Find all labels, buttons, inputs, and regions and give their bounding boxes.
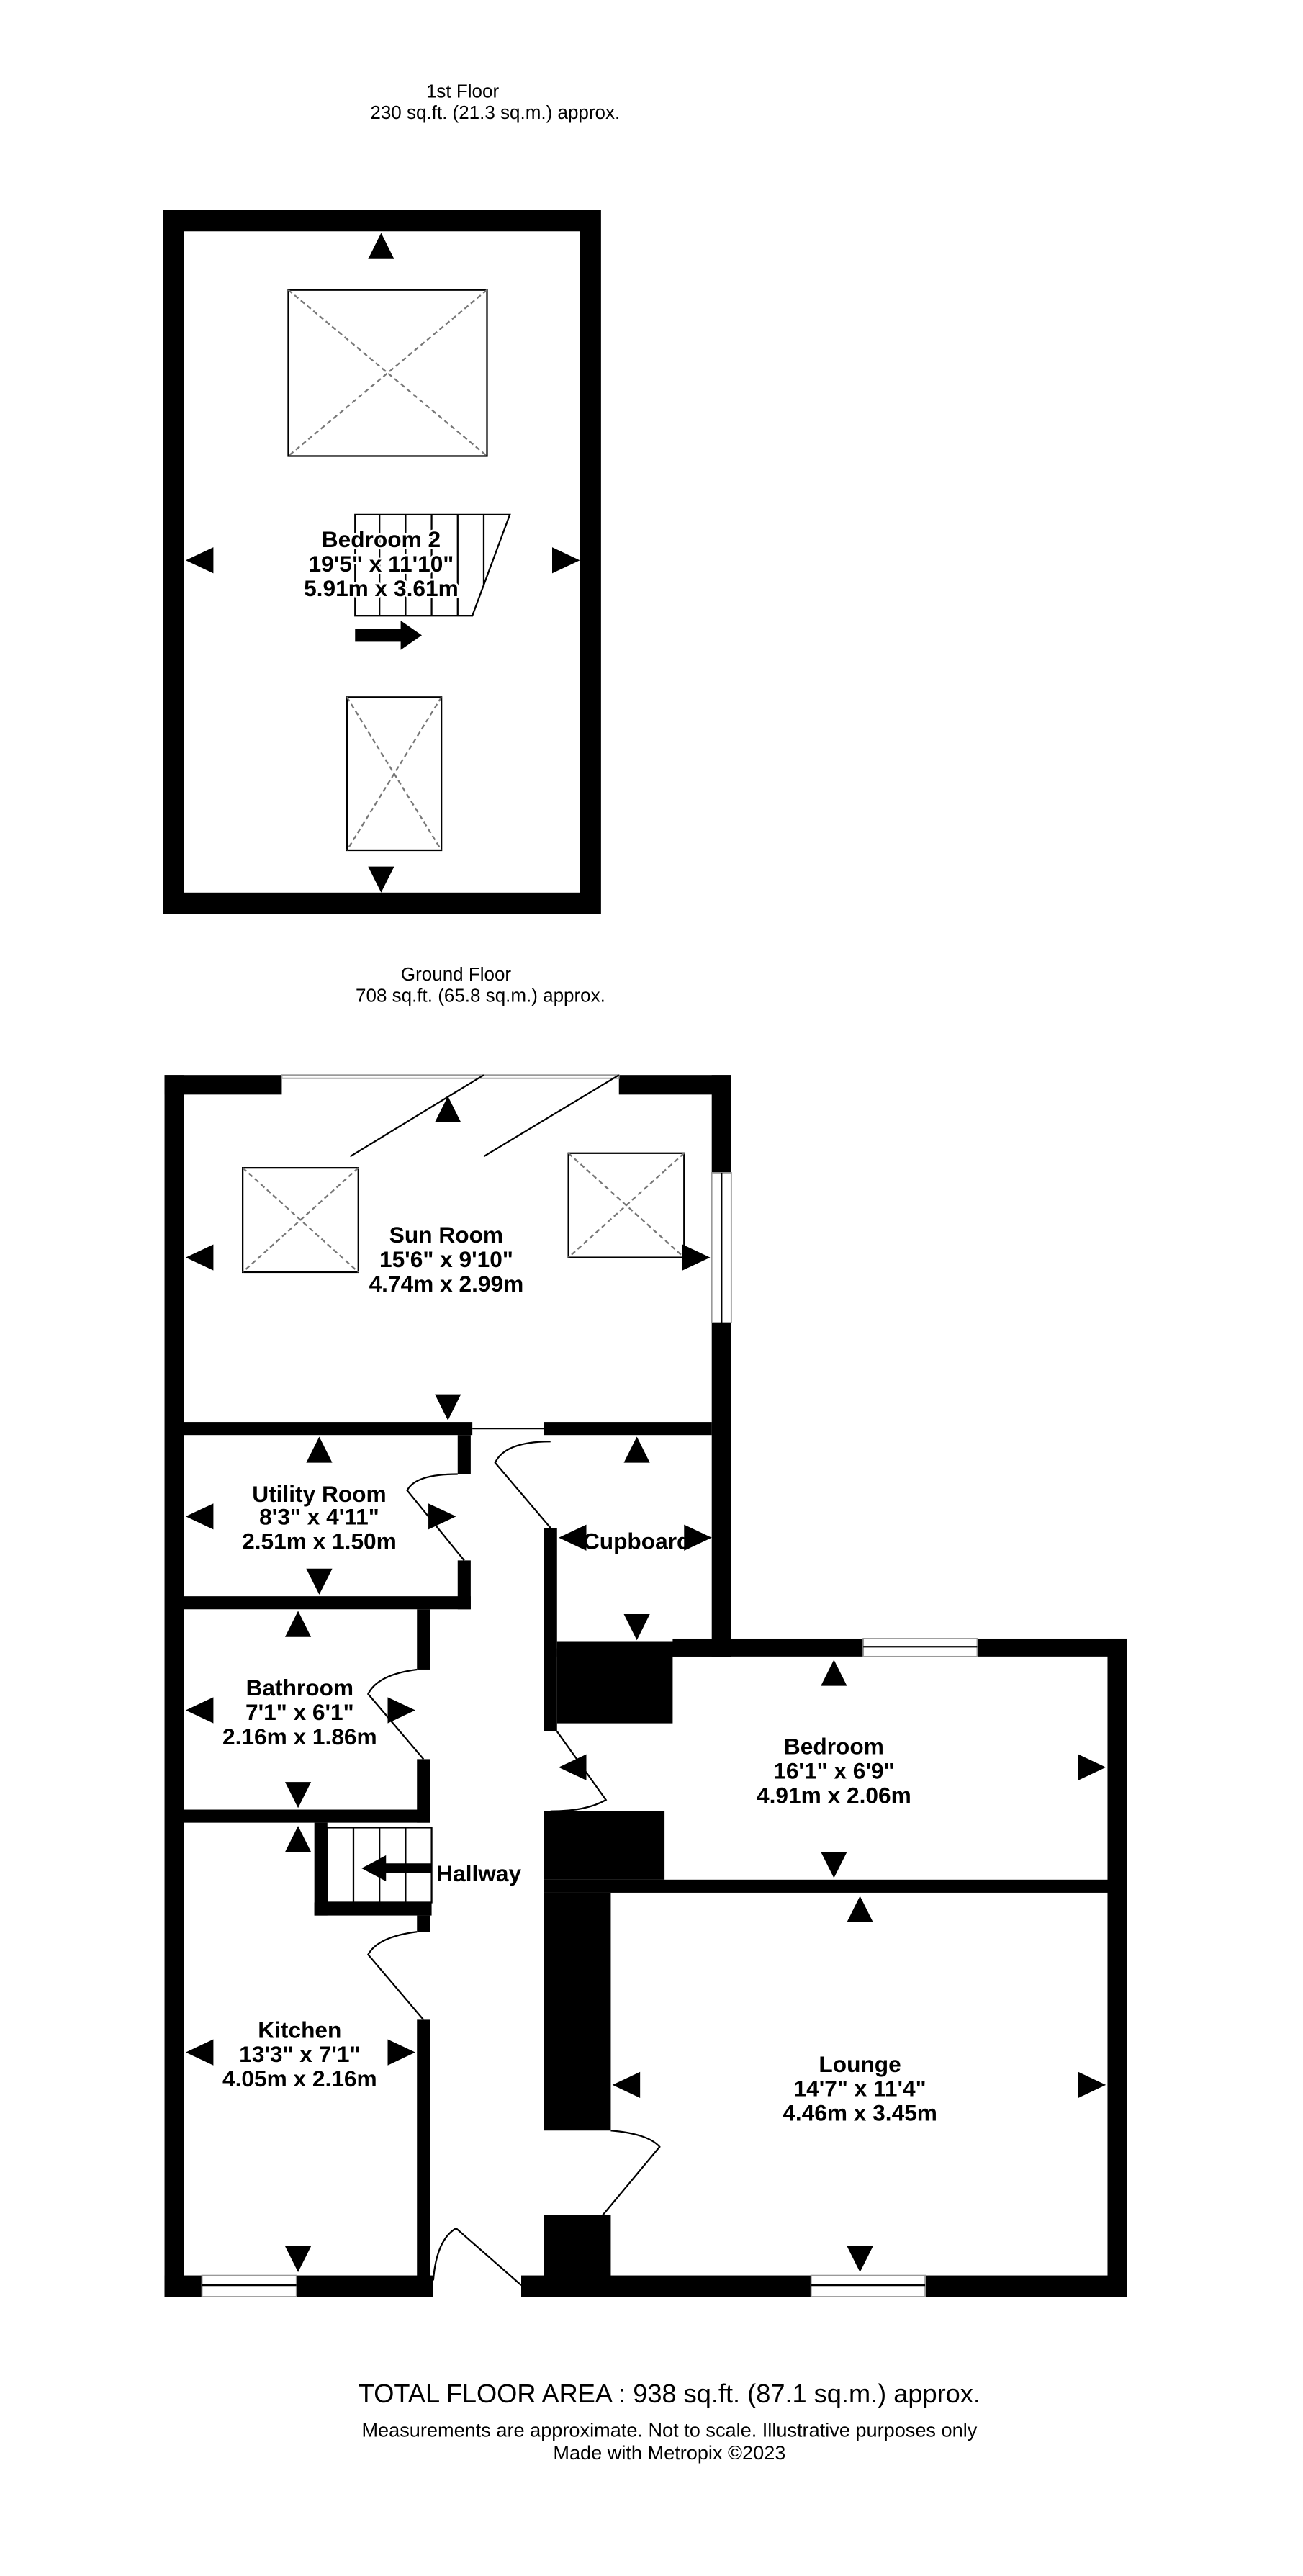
svg-text:4.46m x 3.45m: 4.46m x 3.45m	[783, 2100, 937, 2126]
svg-text:Lounge: Lounge	[819, 2051, 901, 2077]
credit: Made with Metropix ©2023	[553, 2441, 785, 2464]
skylight	[567, 1152, 685, 1258]
first-floor-walls	[163, 210, 601, 914]
bathroom-label: Bathroom 7'1" x 6'1" 2.16m x 1.86m	[220, 1672, 379, 1752]
utility-room-label: Utility Room 8'3" x 4'11" 2.51m x 1.50m	[240, 1479, 398, 1556]
disclaimer: Measurements are approximate. Not to sca…	[361, 2419, 977, 2441]
total-floor-area: TOTAL FLOOR AREA : 938 sq.ft. (87.1 sq.m…	[359, 2379, 980, 2408]
svg-text:Sun Room: Sun Room	[389, 1222, 503, 1248]
stair-direction-arrow-icon	[355, 620, 423, 650]
skylight	[242, 1167, 359, 1274]
doors	[349, 1074, 661, 2287]
dimension-arrow-icons	[185, 1096, 1106, 2273]
bedroom-label: Bedroom 16'1" x 6'9" 4.91m x 2.06m	[754, 1731, 913, 1811]
svg-text:2.16m x 1.86m: 2.16m x 1.86m	[222, 1724, 377, 1749]
svg-text:4.74m x 2.99m: 4.74m x 2.99m	[369, 1271, 524, 1297]
stair-direction-arrow-icon	[361, 1855, 432, 1882]
svg-text:19'5" x 11'10": 19'5" x 11'10"	[309, 551, 454, 577]
svg-text:4.05m x 2.16m: 4.05m x 2.16m	[222, 2066, 377, 2091]
svg-text:5.91m x 3.61m: 5.91m x 3.61m	[304, 575, 459, 601]
first-floor-area: 230 sq.ft. (21.3 sq.m.) approx.	[370, 102, 620, 123]
svg-text:4.91m x 2.06m: 4.91m x 2.06m	[757, 1782, 911, 1808]
svg-text:Kitchen: Kitchen	[258, 2017, 341, 2043]
svg-text:7'1" x 6'1": 7'1" x 6'1"	[245, 1699, 354, 1725]
svg-text:16'1" x 6'9": 16'1" x 6'9"	[773, 1758, 894, 1784]
bedroom-2-label: Bedroom 2 19'5" x 11'10" 5.91m x 3.61m	[302, 524, 460, 603]
skylight	[287, 289, 488, 457]
svg-text:14'7" x 11'4": 14'7" x 11'4"	[794, 2076, 926, 2102]
first-floor-title: 1st Floor	[426, 81, 499, 102]
svg-text:13'3" x 7'1": 13'3" x 7'1"	[239, 2041, 360, 2067]
svg-text:Bedroom 2: Bedroom 2	[322, 526, 441, 552]
dimension-arrow-icons	[185, 233, 580, 893]
windows	[201, 1074, 978, 2297]
svg-text:2.51m x 1.50m: 2.51m x 1.50m	[242, 1528, 397, 1554]
svg-text:Bathroom: Bathroom	[246, 1675, 354, 1701]
cupboard-label: Cupboard	[583, 1528, 690, 1554]
sun-room-label: Sun Room 15'6" x 9'10" 4.74m x 2.99m	[367, 1220, 526, 1299]
svg-text:Bedroom: Bedroom	[784, 1734, 884, 1760]
kitchen-label: Kitchen 13'3" x 7'1" 4.05m x 2.16m	[220, 2014, 379, 2094]
ground-floor-title: Ground Floor	[401, 963, 512, 985]
skylight	[346, 696, 443, 852]
ground-floor-walls	[164, 1075, 1127, 2297]
hallway-label: Hallway	[436, 1860, 521, 1886]
svg-text:15'6" x 9'10": 15'6" x 9'10"	[379, 1246, 513, 1272]
staircase	[354, 513, 511, 617]
svg-text:Utility Room: Utility Room	[252, 1481, 386, 1507]
ground-floor-area: 708 sq.ft. (65.8 sq.m.) approx.	[356, 984, 605, 1006]
lounge-label: Lounge 14'7" x 11'4" 4.46m x 3.45m	[780, 2049, 939, 2128]
svg-text:8'3" x 4'11": 8'3" x 4'11"	[259, 1504, 379, 1530]
